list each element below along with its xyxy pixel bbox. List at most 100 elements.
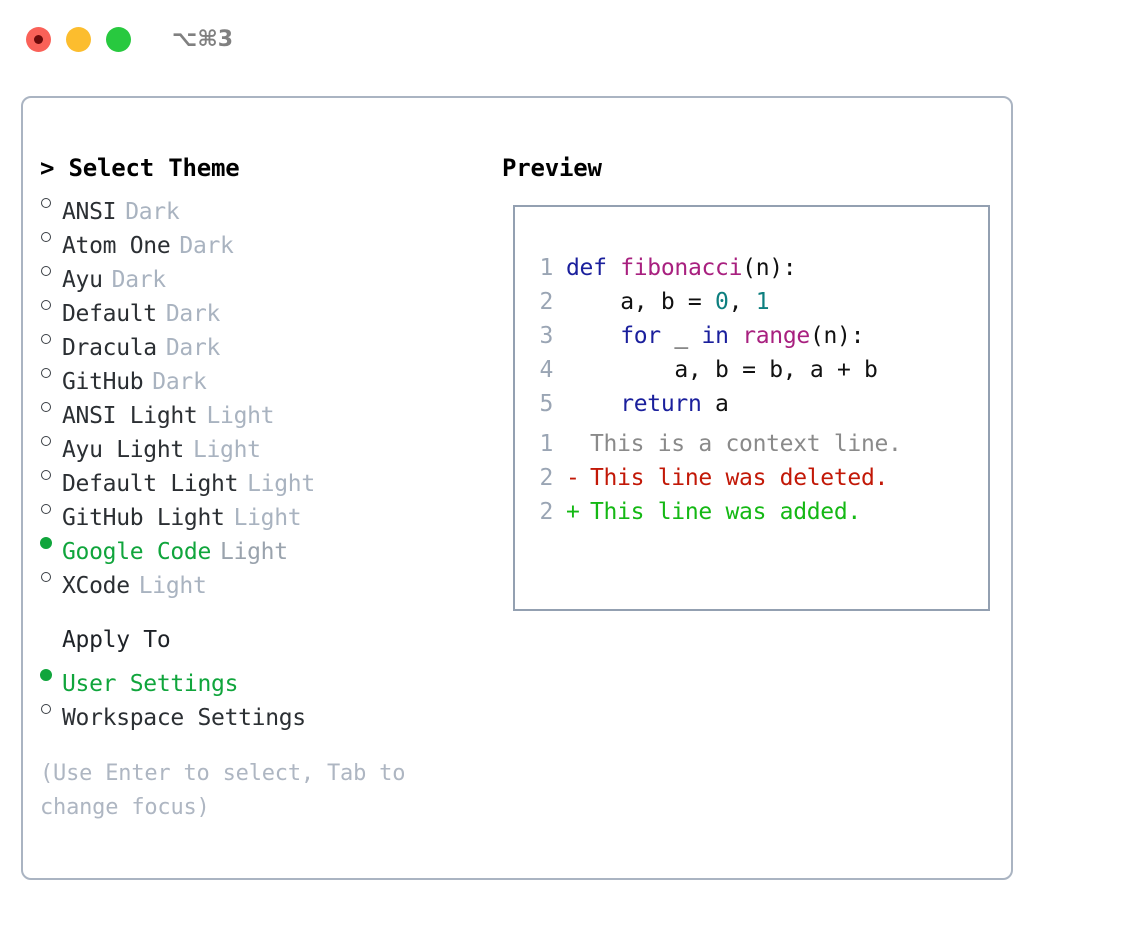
code-text: a, b = 0, 1 (566, 285, 769, 319)
theme-mode-label: Dark (179, 233, 234, 259)
code-token: range (742, 323, 810, 349)
radio-unselected-icon[interactable] (40, 185, 62, 219)
code-token: 0 (715, 289, 729, 315)
diff-sign: + (566, 499, 580, 525)
maximize-button[interactable] (106, 26, 131, 52)
diff-text: This line was deleted. (590, 465, 889, 491)
theme-mode-label: Light (192, 437, 261, 463)
select-theme-heading: > Select Theme (40, 154, 240, 182)
code-token: 1 (755, 289, 770, 315)
apply-to-label: Workspace Settings (62, 705, 306, 731)
radio-selected-icon[interactable] (40, 525, 62, 559)
radio-selected-icon[interactable] (40, 657, 62, 691)
radio-unselected-icon[interactable] (40, 491, 62, 525)
code-token: for (620, 323, 661, 349)
radio-unselected-icon[interactable] (40, 253, 62, 287)
code-text: def fibonacci(n): (566, 251, 797, 285)
traffic-lights (26, 26, 146, 52)
minimize-button[interactable] (66, 26, 91, 52)
apply-to-option[interactable]: Workspace Settings (40, 691, 480, 731)
theme-name: ANSI Light (62, 403, 198, 429)
diff-text: This is a context line. (590, 431, 902, 457)
line-number: 4 (539, 357, 553, 383)
code-token: _ (660, 323, 702, 349)
theme-option[interactable]: GitHub Dark (40, 355, 480, 395)
diff-text: This line was added. (590, 499, 861, 525)
radio-unselected-icon[interactable] (40, 219, 62, 253)
code-token: , (728, 289, 756, 315)
code-token: def (566, 255, 621, 281)
line-number: 2 (539, 289, 553, 315)
theme-name: XCode (62, 573, 130, 599)
code-token: return (620, 391, 702, 417)
radio-unselected-icon[interactable] (40, 457, 62, 491)
line-number: 5 (539, 391, 553, 417)
code-text: for _ in range(n): (566, 319, 864, 353)
code-line: 1 def fibonacci(n): (527, 251, 878, 285)
theme-name: Default (62, 301, 157, 327)
apply-to-label: User Settings (62, 671, 239, 697)
diff-sign: - (566, 465, 580, 491)
code-token: a, b = b, a + b (566, 357, 878, 383)
line-number: 1 (539, 255, 553, 281)
code-token (566, 323, 620, 349)
radio-unselected-icon[interactable] (40, 423, 62, 457)
diff-line: 2-This line was deleted. (527, 461, 902, 495)
radio-unselected-icon[interactable] (40, 389, 62, 423)
theme-option[interactable]: Atom One Dark (40, 219, 480, 259)
code-text: a, b = b, a + b (566, 353, 878, 387)
theme-name: Dracula (62, 335, 157, 361)
theme-option[interactable]: GitHub Light Light (40, 491, 480, 531)
theme-name: GitHub (62, 369, 144, 395)
preview-heading: Preview (502, 154, 602, 182)
keyboard-hint: (Use Enter to select, Tab to change focu… (40, 761, 406, 820)
theme-option[interactable]: Ayu Light Light (40, 423, 480, 463)
line-number: 2 (539, 465, 553, 491)
code-token (729, 323, 743, 349)
code-token: (n): (742, 255, 797, 281)
diff-sign (566, 427, 590, 461)
theme-name: GitHub Light (62, 505, 225, 531)
code-line: 5 return a (527, 387, 878, 421)
radio-unselected-icon[interactable] (40, 559, 62, 593)
title-bar: ⌥⌘3 (0, 0, 1140, 78)
theme-mode-label: Dark (152, 369, 207, 395)
theme-option[interactable]: Default Dark (40, 287, 480, 327)
code-token (566, 391, 620, 417)
theme-name: Atom One (62, 233, 171, 259)
theme-mode-label: Light (138, 573, 207, 599)
code-line: 4 a, b = b, a + b (527, 353, 878, 387)
code-text: return a (566, 387, 729, 421)
theme-mode-label: Dark (111, 267, 167, 293)
theme-name: Ayu Light (62, 437, 184, 463)
code-token: a, b = (566, 289, 716, 315)
code-token: a (701, 391, 729, 417)
close-button[interactable] (26, 26, 51, 52)
theme-mode-label: Dark (125, 199, 180, 225)
theme-mode-label: Light (233, 505, 302, 531)
radio-unselected-icon[interactable] (40, 691, 62, 725)
radio-unselected-icon[interactable] (40, 355, 62, 389)
theme-mode-label: Dark (165, 301, 221, 327)
theme-option[interactable]: XCode Light (40, 559, 480, 599)
theme-mode-label: Light (247, 471, 315, 497)
radio-unselected-icon[interactable] (40, 287, 62, 321)
apply-to-option[interactable]: User Settings (40, 657, 480, 697)
code-token: fibonacci (620, 255, 743, 281)
theme-mode-label: Light (220, 539, 288, 565)
radio-unselected-icon[interactable] (40, 321, 62, 355)
